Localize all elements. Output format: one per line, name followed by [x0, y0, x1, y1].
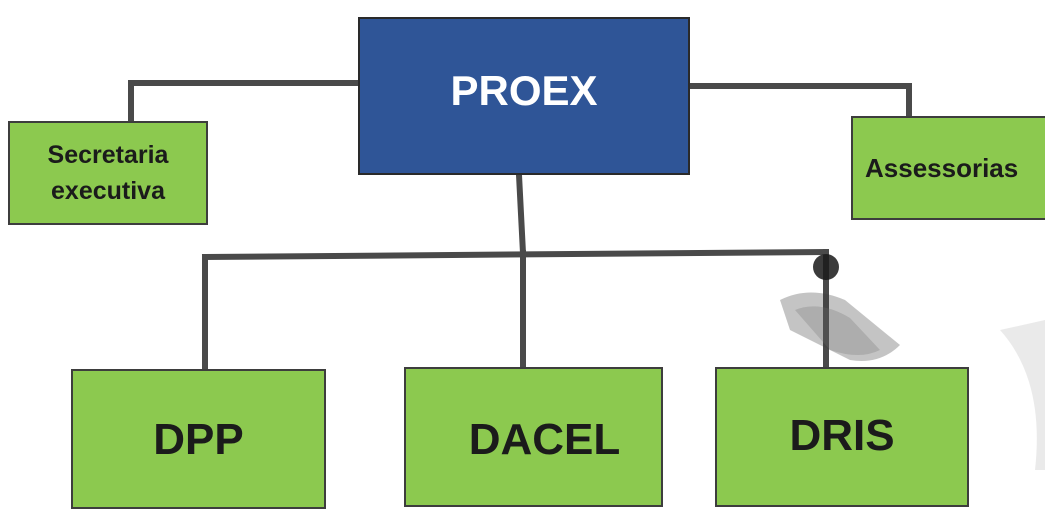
org-chart: PROEX Secretaria executiva Assessorias D… [8, 17, 1045, 509]
node-secretaria-executiva-label: Secretaria executiva [47, 141, 169, 205]
node-proex: PROEX [358, 17, 690, 175]
connector-proex-trunk [515, 171, 527, 257]
node-assessorias: Assessorias [851, 116, 1045, 220]
node-assessorias-label: Assessorias [865, 152, 1019, 183]
connector-lines [128, 80, 1045, 470]
node-secretaria-executiva: Secretaria executiva [8, 121, 208, 225]
node-dacel: DACEL [404, 367, 663, 507]
pen-hand-illustration [780, 254, 1045, 470]
node-dpp: DPP [71, 369, 326, 509]
node-dris-label: DRIS [789, 411, 895, 460]
node-dris: DRIS [715, 367, 969, 507]
connector-bus [201, 248, 830, 261]
connector-proex-assessorias [687, 83, 912, 119]
node-dacel-label: DACEL [468, 415, 621, 464]
node-dpp-label: DPP [153, 415, 244, 464]
node-proex-label: PROEX [450, 67, 598, 114]
connector-proex-secretaria [128, 80, 361, 124]
